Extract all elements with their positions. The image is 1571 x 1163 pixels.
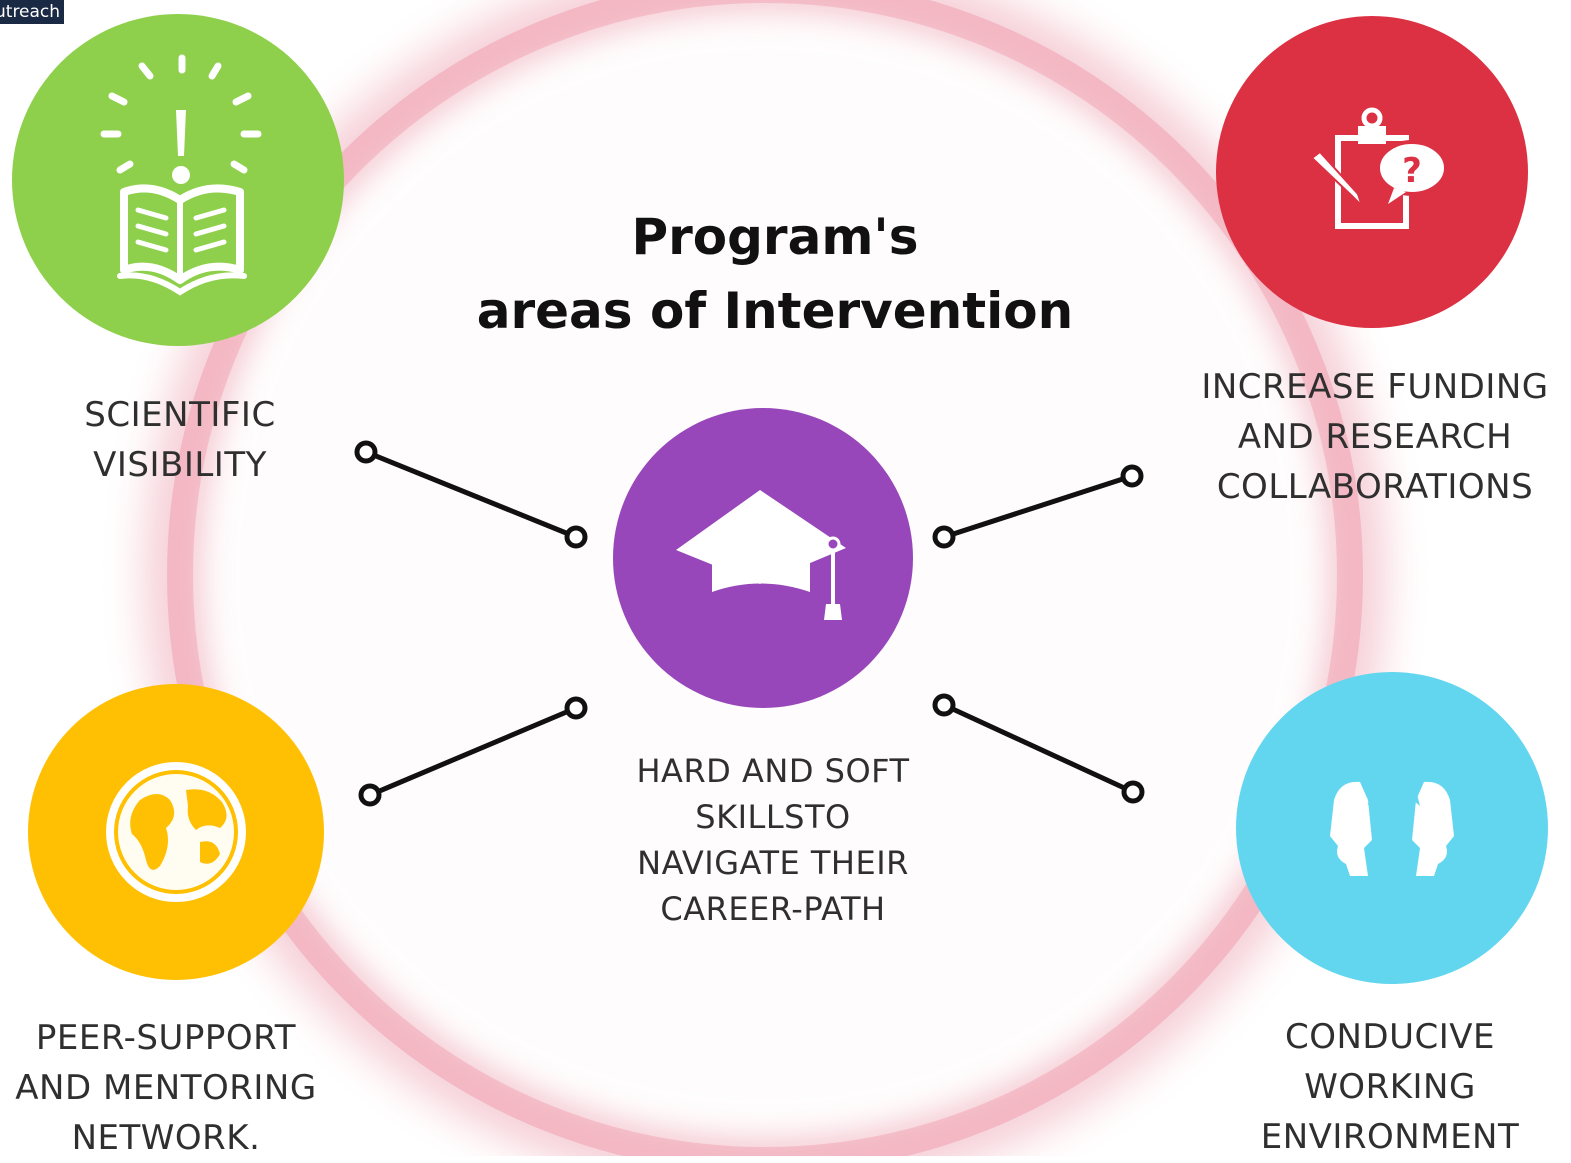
label-center-skills: HARD AND SOFT SKILLSTO NAVIGATE THEIR CA… — [600, 748, 946, 932]
graduation-cap-icon — [676, 490, 846, 620]
label-line: AND RESEARCH — [1237, 417, 1513, 457]
label-line: NAVIGATE THEIR — [637, 844, 909, 882]
label-scientific-visibility: SCIENTIFIC VISIBILITY — [40, 390, 320, 490]
corner-tag: utreach — [0, 0, 65, 24]
globe-icon — [106, 762, 246, 902]
connector-top-left — [354, 440, 588, 549]
title-line-2: areas of Intervention — [476, 282, 1074, 340]
svg-text:?: ? — [1402, 151, 1422, 191]
connector-bottom-right — [932, 693, 1145, 804]
center-node — [613, 408, 913, 708]
label-line: SCIENTIFIC — [84, 395, 276, 435]
label-line: INCREASE FUNDING — [1201, 367, 1549, 407]
label-line: NETWORK. — [71, 1118, 261, 1158]
label-conducive-environment: CONDUCIVE WORKING ENVIRONMENT — [1230, 1012, 1550, 1162]
label-line: VISIBILITY — [93, 445, 267, 485]
label-line: HARD AND SOFT — [636, 752, 910, 790]
heads-exchange-icon — [1330, 781, 1454, 876]
title-line-1: Program's — [631, 208, 919, 266]
label-line: CONDUCIVE — [1284, 1017, 1495, 1057]
label-line: AND MENTORING — [15, 1068, 317, 1108]
connector-bottom-left — [358, 696, 588, 807]
label-line: CAREER-PATH — [660, 890, 886, 928]
node-increase-funding: ? — [1216, 16, 1528, 328]
node-scientific-visibility — [12, 14, 344, 346]
label-line: WORKING — [1304, 1067, 1476, 1107]
node-conducive-environment — [1236, 672, 1548, 984]
label-increase-funding: INCREASE FUNDING AND RESEARCH COLLABORAT… — [1186, 362, 1564, 512]
node-peer-support — [28, 684, 324, 980]
book-idea-icon — [100, 54, 262, 296]
page-title: Program's areas of Intervention — [440, 200, 1110, 348]
connector-top-right — [932, 464, 1144, 549]
label-line: COLLABORATIONS — [1216, 467, 1534, 507]
label-line: SKILLSTO — [695, 798, 851, 836]
label-line: PEER-SUPPORT — [35, 1018, 297, 1058]
label-peer-support: PEER-SUPPORT AND MENTORING NETWORK. — [6, 1013, 326, 1163]
clipboard-question-icon: ? — [1310, 107, 1448, 229]
label-line: ENVIRONMENT — [1260, 1117, 1520, 1157]
